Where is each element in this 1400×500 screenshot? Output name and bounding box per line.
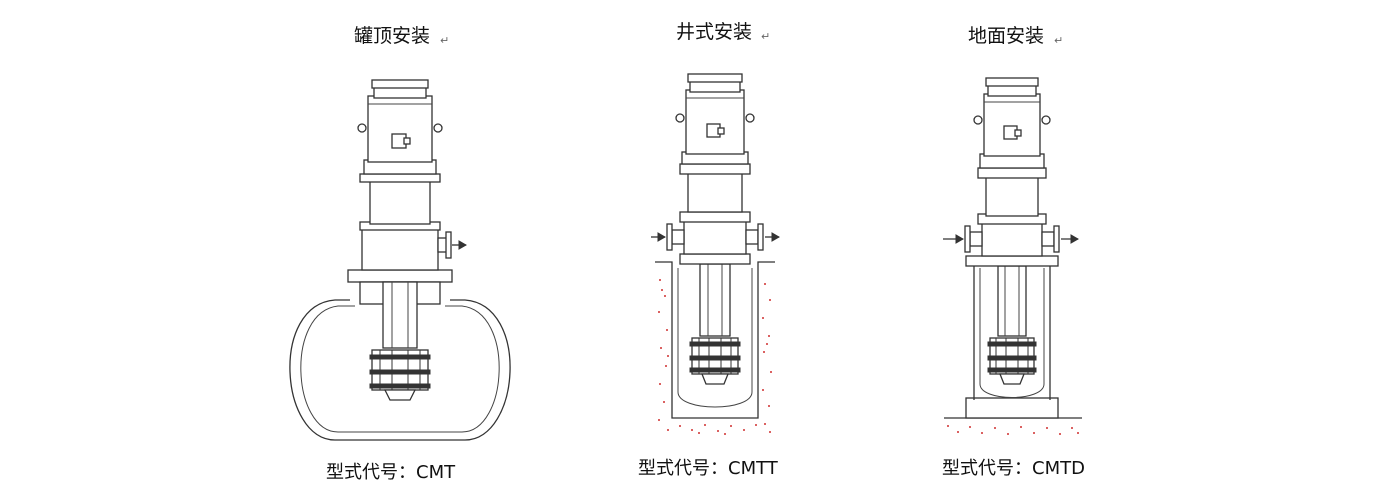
paragraph-mark: ↵ (1054, 34, 1063, 47)
impeller-cage (689, 337, 741, 385)
pump-shaft-column (382, 281, 418, 349)
inlet-pipe (943, 225, 983, 253)
paragraph-mark: ↵ (761, 30, 770, 43)
soil-texture-ground (947, 425, 1079, 435)
mount-plate (965, 255, 1059, 267)
impeller-cage (369, 349, 431, 401)
mount-plate (679, 253, 751, 265)
tank-vessel-inner (300, 305, 500, 433)
pump-shaft-column (997, 265, 1027, 337)
panel-title-well: 井式安装 (676, 21, 752, 43)
paragraph-mark: ↵ (440, 34, 449, 47)
panel-ground: 地面安装 ↵ (942, 25, 1085, 479)
panel-tank-top: 罐顶安装 ↵ (289, 25, 511, 483)
panel-well: 井式安装 ↵ (638, 21, 781, 479)
outlet-pipe (437, 231, 468, 259)
pump-shaft-column (699, 263, 731, 337)
panel-caption-ground: 型式代号：CMTD (942, 458, 1085, 479)
well-pit (655, 261, 775, 419)
inlet-pipe (651, 223, 685, 251)
outlet-pipe (745, 223, 781, 251)
panel-caption-tank-top: 型式代号：CMT (326, 462, 456, 483)
tank-vessel (289, 299, 511, 441)
panel-title-ground: 地面安装 (968, 25, 1044, 47)
motor (973, 77, 1051, 169)
soil-texture-bottom (679, 424, 757, 435)
panel-caption-well: 型式代号：CMTT (638, 458, 779, 479)
soil-texture-left (658, 279, 669, 431)
mount-plate (347, 269, 453, 283)
outlet-pipe (1041, 225, 1080, 253)
panel-title-tank-top: 罐顶安装 (354, 25, 430, 47)
impeller-cage (987, 337, 1037, 385)
foundation-block (965, 397, 1059, 419)
soil-texture-right (762, 283, 772, 433)
pump-barrel (973, 264, 1051, 400)
motor (357, 79, 443, 175)
motor (675, 73, 755, 165)
